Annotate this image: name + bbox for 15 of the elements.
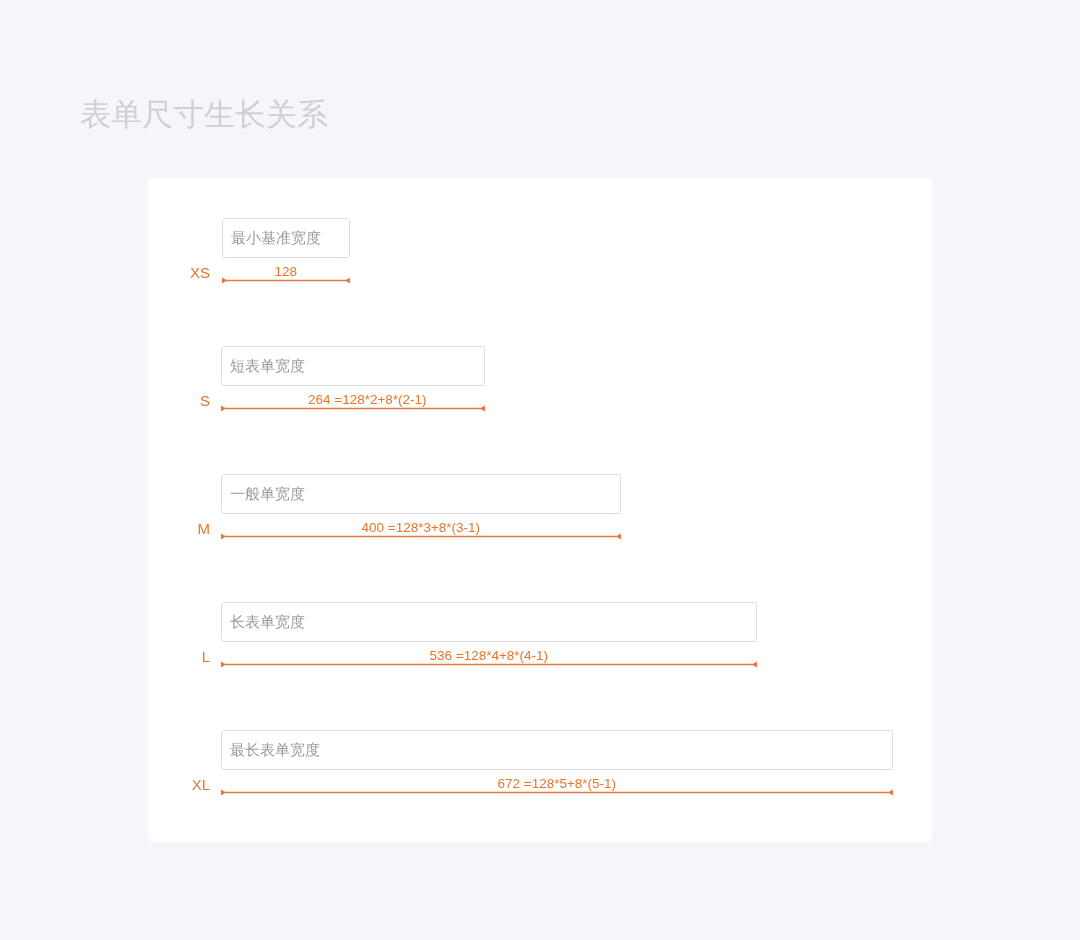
size-label: L [201,648,210,666]
size-label: XL [191,776,210,794]
input-field: 最长表单宽度 [221,730,893,770]
dimension-label: 264 =128*2+8*(2-1) [307,392,428,407]
input-field: 长表单宽度 [221,602,757,642]
size-label: XS [190,264,210,282]
input-field: 短表单宽度 [221,346,485,386]
input-field: 一般单宽度 [221,474,621,514]
size-label: M [197,520,210,538]
input-field: 最小基准宽度 [222,218,350,258]
dimension-label: 128 [273,264,299,279]
dimension-label: 400 =128*3+8*(3-1) [360,520,482,535]
dimension-label: 536 =128*4+8*(4-1) [428,648,550,663]
dimension-label: 672 =128*5+8*(5-1) [496,776,618,791]
size-label: S [200,392,210,410]
